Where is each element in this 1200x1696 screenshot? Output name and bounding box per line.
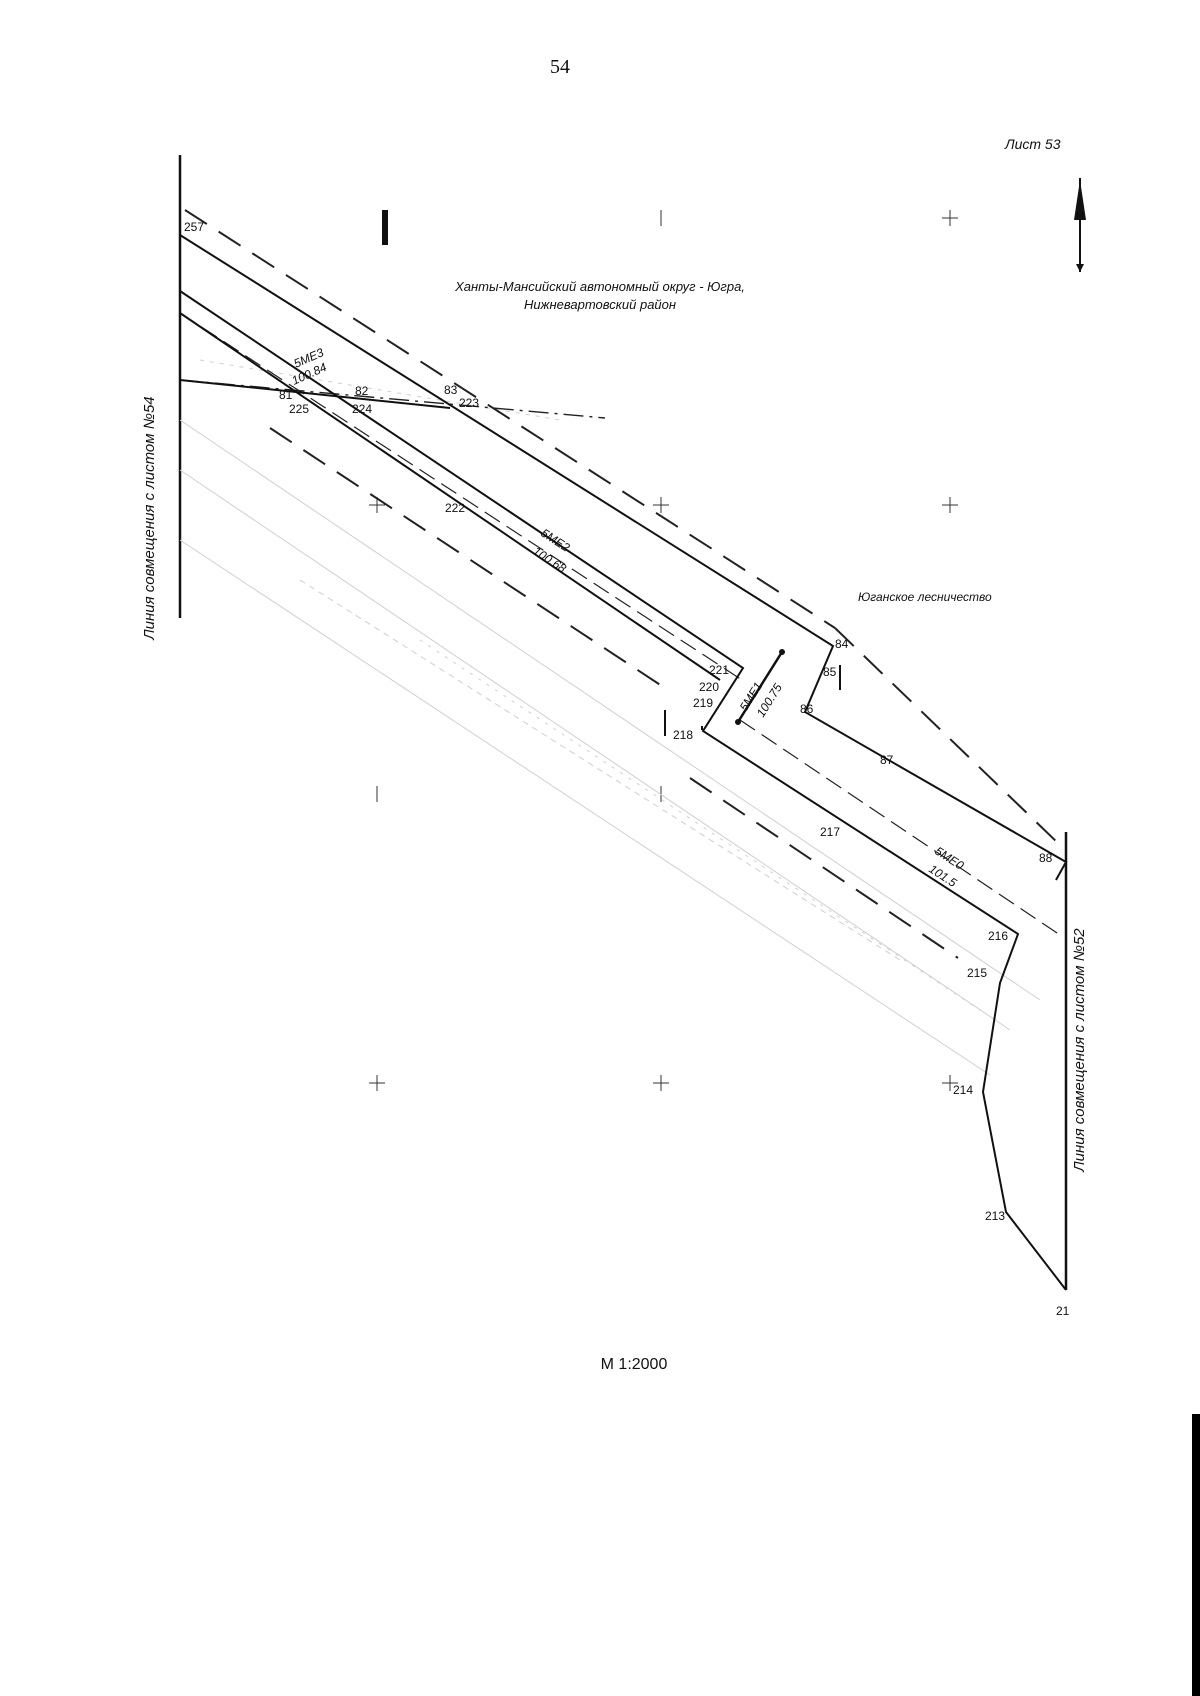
point-label: 222 xyxy=(445,501,465,515)
point-label: 84 xyxy=(835,637,849,651)
point-label: 82 xyxy=(355,384,369,398)
utility-lines xyxy=(179,312,1061,936)
forestry-label: Юганское лесничество xyxy=(858,590,992,604)
point-label: 221 xyxy=(709,663,729,677)
map-scale: М 1:2000 xyxy=(600,1356,668,1373)
point-label: 83 xyxy=(444,383,458,397)
region-title-line2: Нижневартовский район xyxy=(523,297,677,312)
grid-crosses xyxy=(369,210,958,1091)
tick-marks xyxy=(382,210,841,736)
dashed-boundaries xyxy=(184,209,1061,959)
point-label: 85 xyxy=(823,665,837,679)
survey-segment xyxy=(736,651,784,723)
point-label: 216 xyxy=(988,929,1008,943)
region-title-line1: Ханты-Мансийский автономный округ - Югра… xyxy=(455,279,745,294)
sheet-label: Лист 53 xyxy=(1005,136,1061,152)
scan-edge-bar xyxy=(1192,1414,1200,1696)
point-label: 225 xyxy=(289,402,309,416)
point-label: 215 xyxy=(967,966,987,980)
point-label: 21 xyxy=(1056,1304,1070,1318)
point-label: 223 xyxy=(459,396,479,410)
point-label: 219 xyxy=(693,696,713,710)
point-label: 257 xyxy=(184,220,204,234)
point-label: 220 xyxy=(699,680,719,694)
point-label: 86 xyxy=(800,702,814,716)
point-label: 224 xyxy=(352,402,372,416)
north-arrow-icon xyxy=(1074,178,1086,272)
parcel-boundaries xyxy=(179,234,1068,1291)
point-label: 87 xyxy=(880,753,894,767)
point-label: 214 xyxy=(953,1083,973,1097)
point-label: 81 xyxy=(279,388,293,402)
join-line-label-left: Линия совмещения с листом №54 xyxy=(141,396,158,640)
faint-background-lines xyxy=(179,359,1041,1076)
region-title: Ханты-Мансийский автономный округ - Югра… xyxy=(400,278,800,314)
page-number: 54 xyxy=(550,56,570,78)
point-label: 88 xyxy=(1039,851,1053,865)
point-label: 217 xyxy=(820,825,840,839)
join-line-label-right: Линия совмещения с листом №52 xyxy=(1071,928,1088,1172)
point-label: 213 xyxy=(985,1209,1005,1223)
point-label: 218 xyxy=(673,728,693,742)
dash-dot-line xyxy=(179,379,606,419)
